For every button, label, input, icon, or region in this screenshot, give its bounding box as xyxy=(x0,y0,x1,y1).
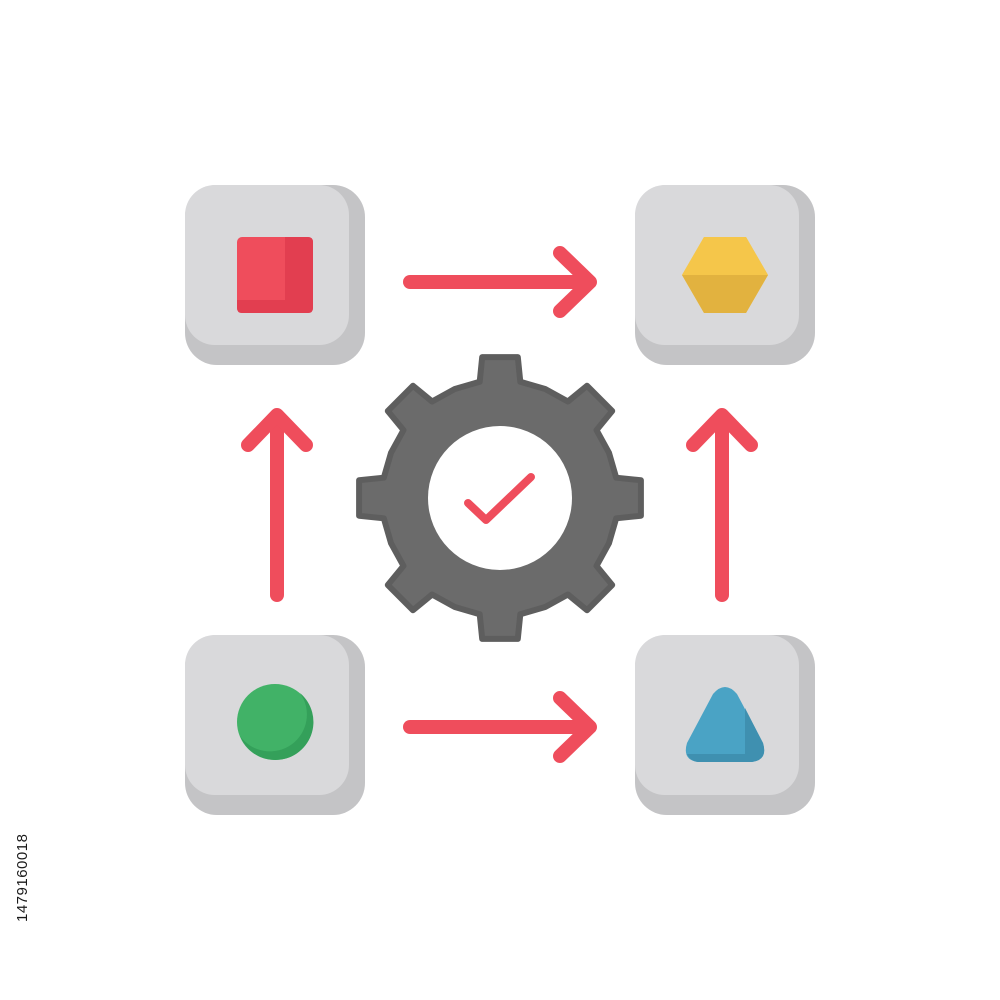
hexagon-icon xyxy=(682,237,768,313)
image-id-label: 1479160018 xyxy=(14,833,31,922)
tile-top-right xyxy=(635,185,815,365)
circle-icon xyxy=(237,684,314,761)
tile-bottom-left xyxy=(185,635,365,815)
tile-bottom-right xyxy=(635,635,815,815)
arrow-bottom-left-to-bottom-right xyxy=(403,691,597,763)
gear-check-icon xyxy=(356,354,644,642)
arrow-top-left-to-top-right xyxy=(403,246,597,318)
check-icon xyxy=(464,473,535,524)
tile-top-left xyxy=(185,185,365,365)
arrow-bottom-right-to-top-right xyxy=(686,408,758,602)
arrow-bottom-left-to-top-left xyxy=(241,408,313,602)
triangle-icon xyxy=(685,687,765,762)
square-icon xyxy=(237,237,313,313)
